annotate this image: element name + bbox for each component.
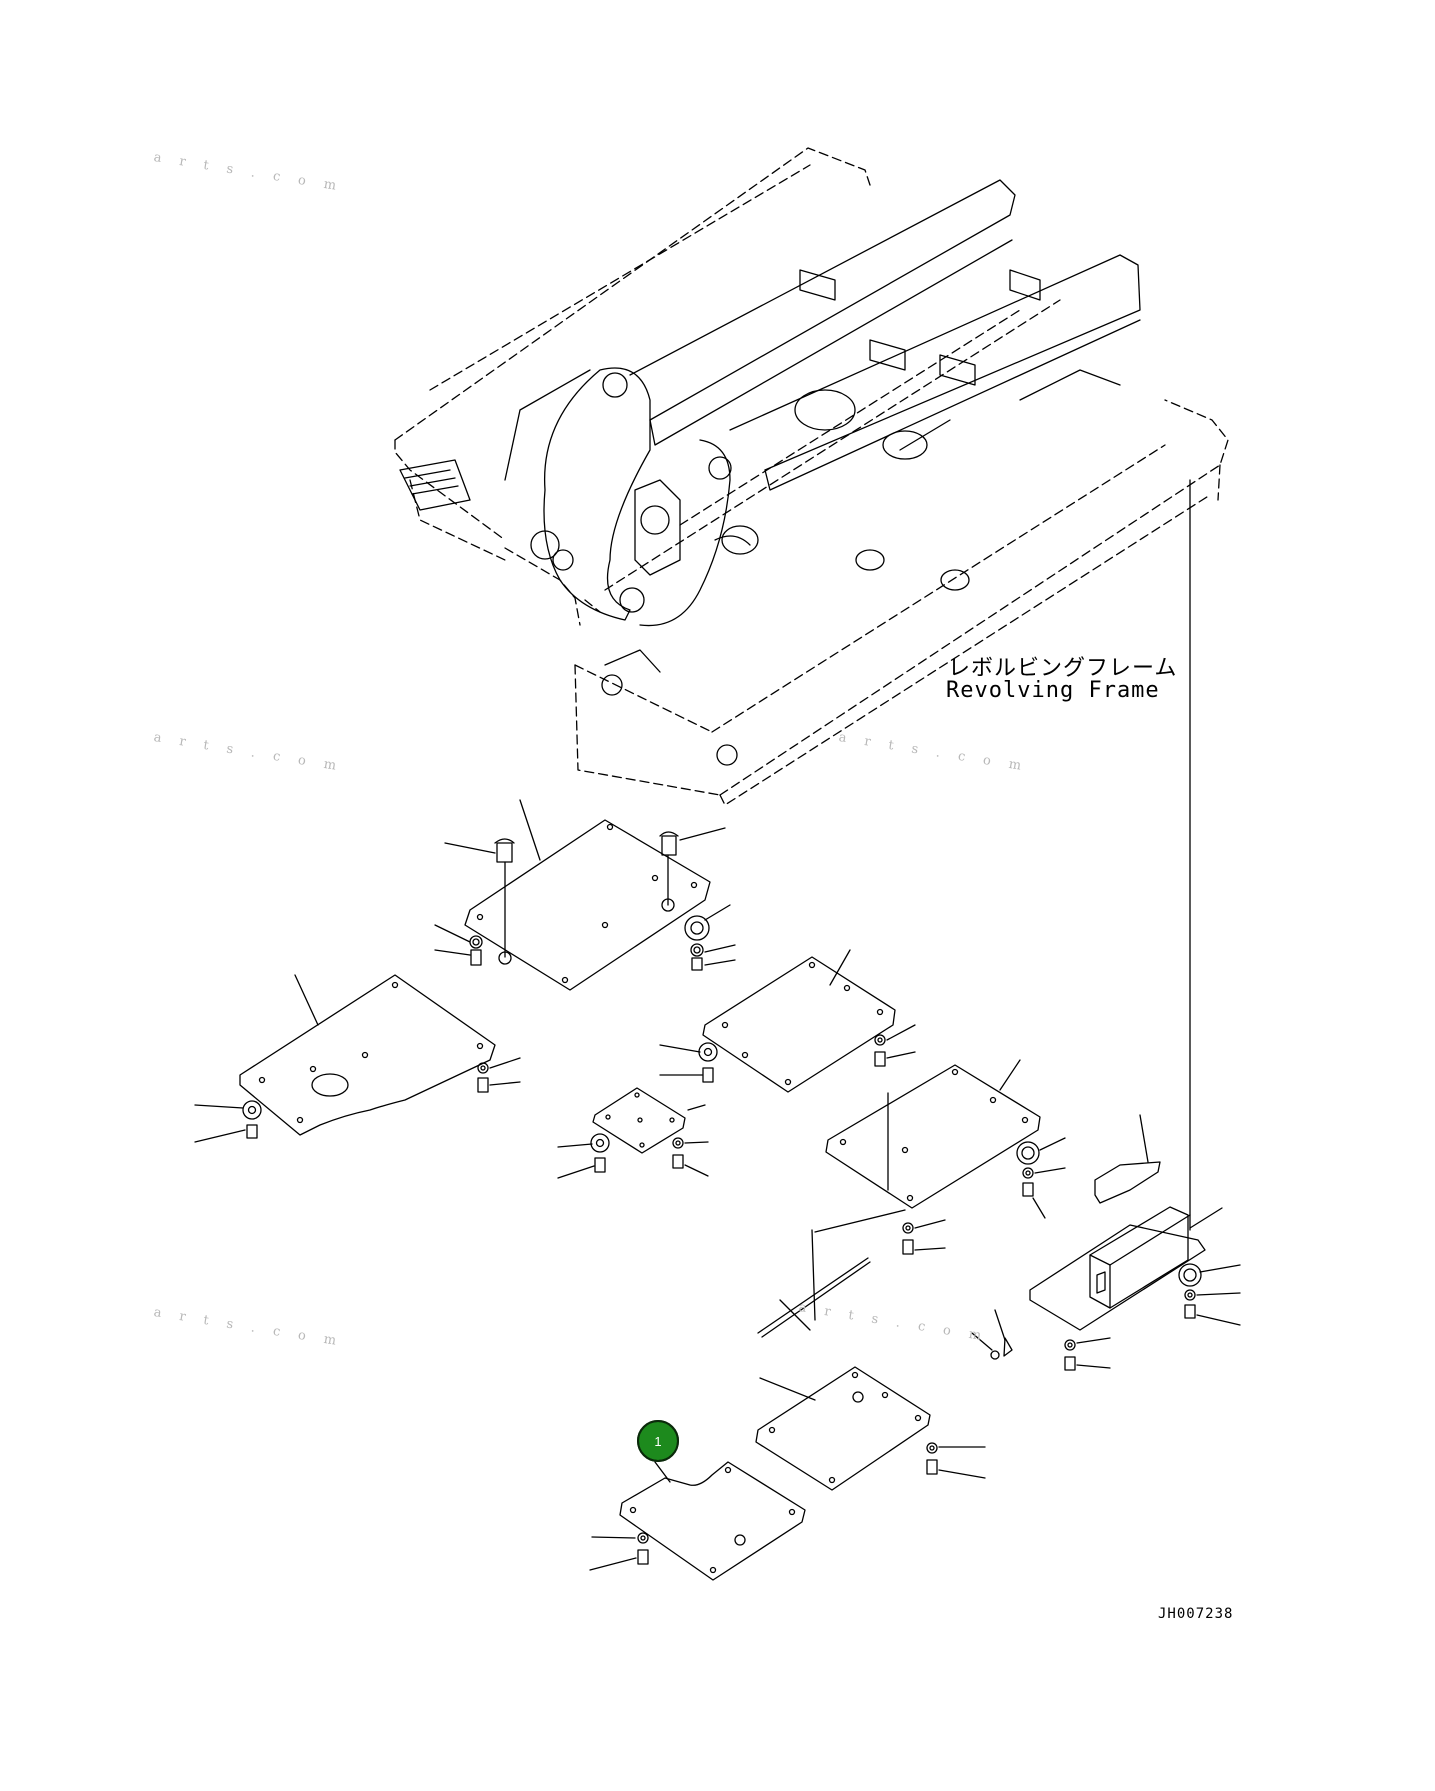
- cover-plate-1: [589, 1461, 806, 1581]
- callout-1[interactable]: 1: [637, 1420, 679, 1462]
- box-assembly: [971, 1114, 1241, 1371]
- cover-plate-f: [755, 1366, 986, 1491]
- seal-strip: [757, 1209, 906, 1338]
- callout-1-label: 1: [654, 1433, 662, 1449]
- cover-plate-e: [825, 1059, 1066, 1255]
- frame-label-japanese: レボルビングフレーム: [948, 656, 1178, 681]
- cover-plate-b: [194, 974, 521, 1143]
- cover-plate-c: [659, 949, 916, 1093]
- drawing-id: JH007238: [1158, 1606, 1234, 1622]
- frame-label-english: Revolving Frame: [946, 678, 1160, 703]
- frame-members: [399, 179, 1141, 766]
- cover-plate-d: [557, 1087, 709, 1179]
- revolving-frame: [394, 147, 1229, 806]
- cover-plate-a: [434, 799, 736, 991]
